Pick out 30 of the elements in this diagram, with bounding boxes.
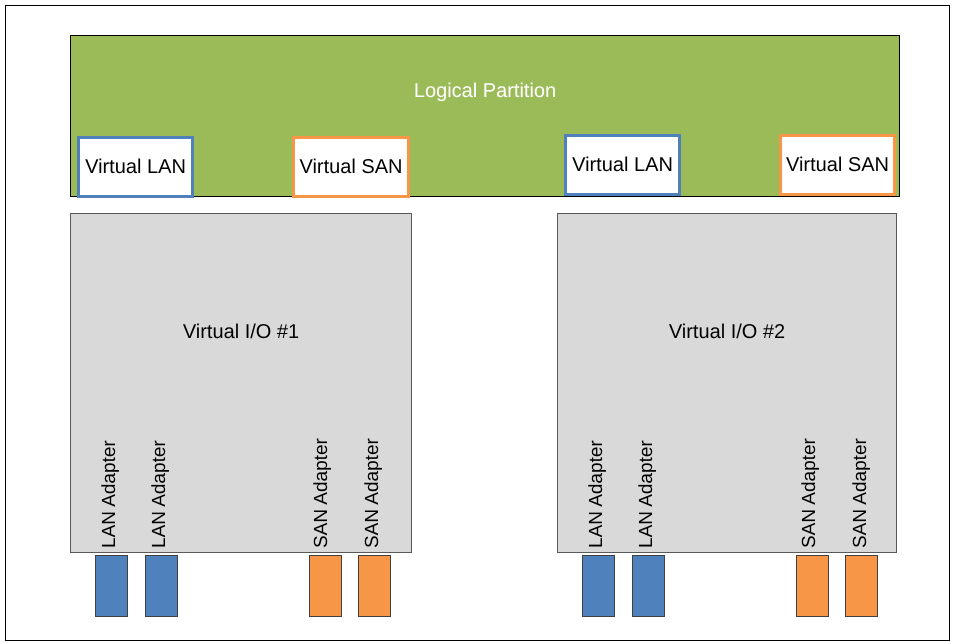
panel-title: Logical Partition	[414, 79, 556, 104]
adapter-name: SAN Adapter	[850, 438, 872, 548]
adapter-name: LAN Adapter	[99, 440, 121, 548]
adapter-box	[779, 134, 896, 196]
adapter-box	[564, 134, 681, 196]
adapter-name: LAN Adapter	[149, 440, 171, 548]
adapter-label: Virtual SAN	[786, 153, 889, 178]
port-bar	[845, 555, 878, 617]
port-bar	[309, 555, 342, 617]
adapter-name: SAN Adapter	[799, 438, 821, 548]
server-label: Virtual I/O #1	[182, 320, 300, 345]
adapter-box	[77, 136, 194, 198]
adapter-label: Virtual LAN	[85, 155, 186, 180]
port-bar	[796, 555, 829, 617]
adapter-name: LAN Adapter	[636, 440, 658, 548]
adapter-name: SAN Adapter	[362, 438, 384, 548]
partition-panel	[70, 35, 900, 197]
adapter-label: Virtual SAN	[299, 155, 402, 180]
server-label: Virtual I/O #2	[668, 320, 786, 345]
adapter-box	[292, 136, 410, 198]
port-bar	[145, 555, 178, 617]
adapter-name: SAN Adapter	[311, 438, 333, 548]
port-bar	[358, 555, 391, 617]
server-box	[557, 213, 897, 553]
port-bar	[582, 555, 615, 617]
port-bar	[95, 555, 128, 617]
port-bar	[632, 555, 665, 617]
adapter-label: Virtual LAN	[572, 153, 673, 178]
adapter-name: LAN Adapter	[586, 440, 608, 548]
server-box	[70, 213, 412, 553]
